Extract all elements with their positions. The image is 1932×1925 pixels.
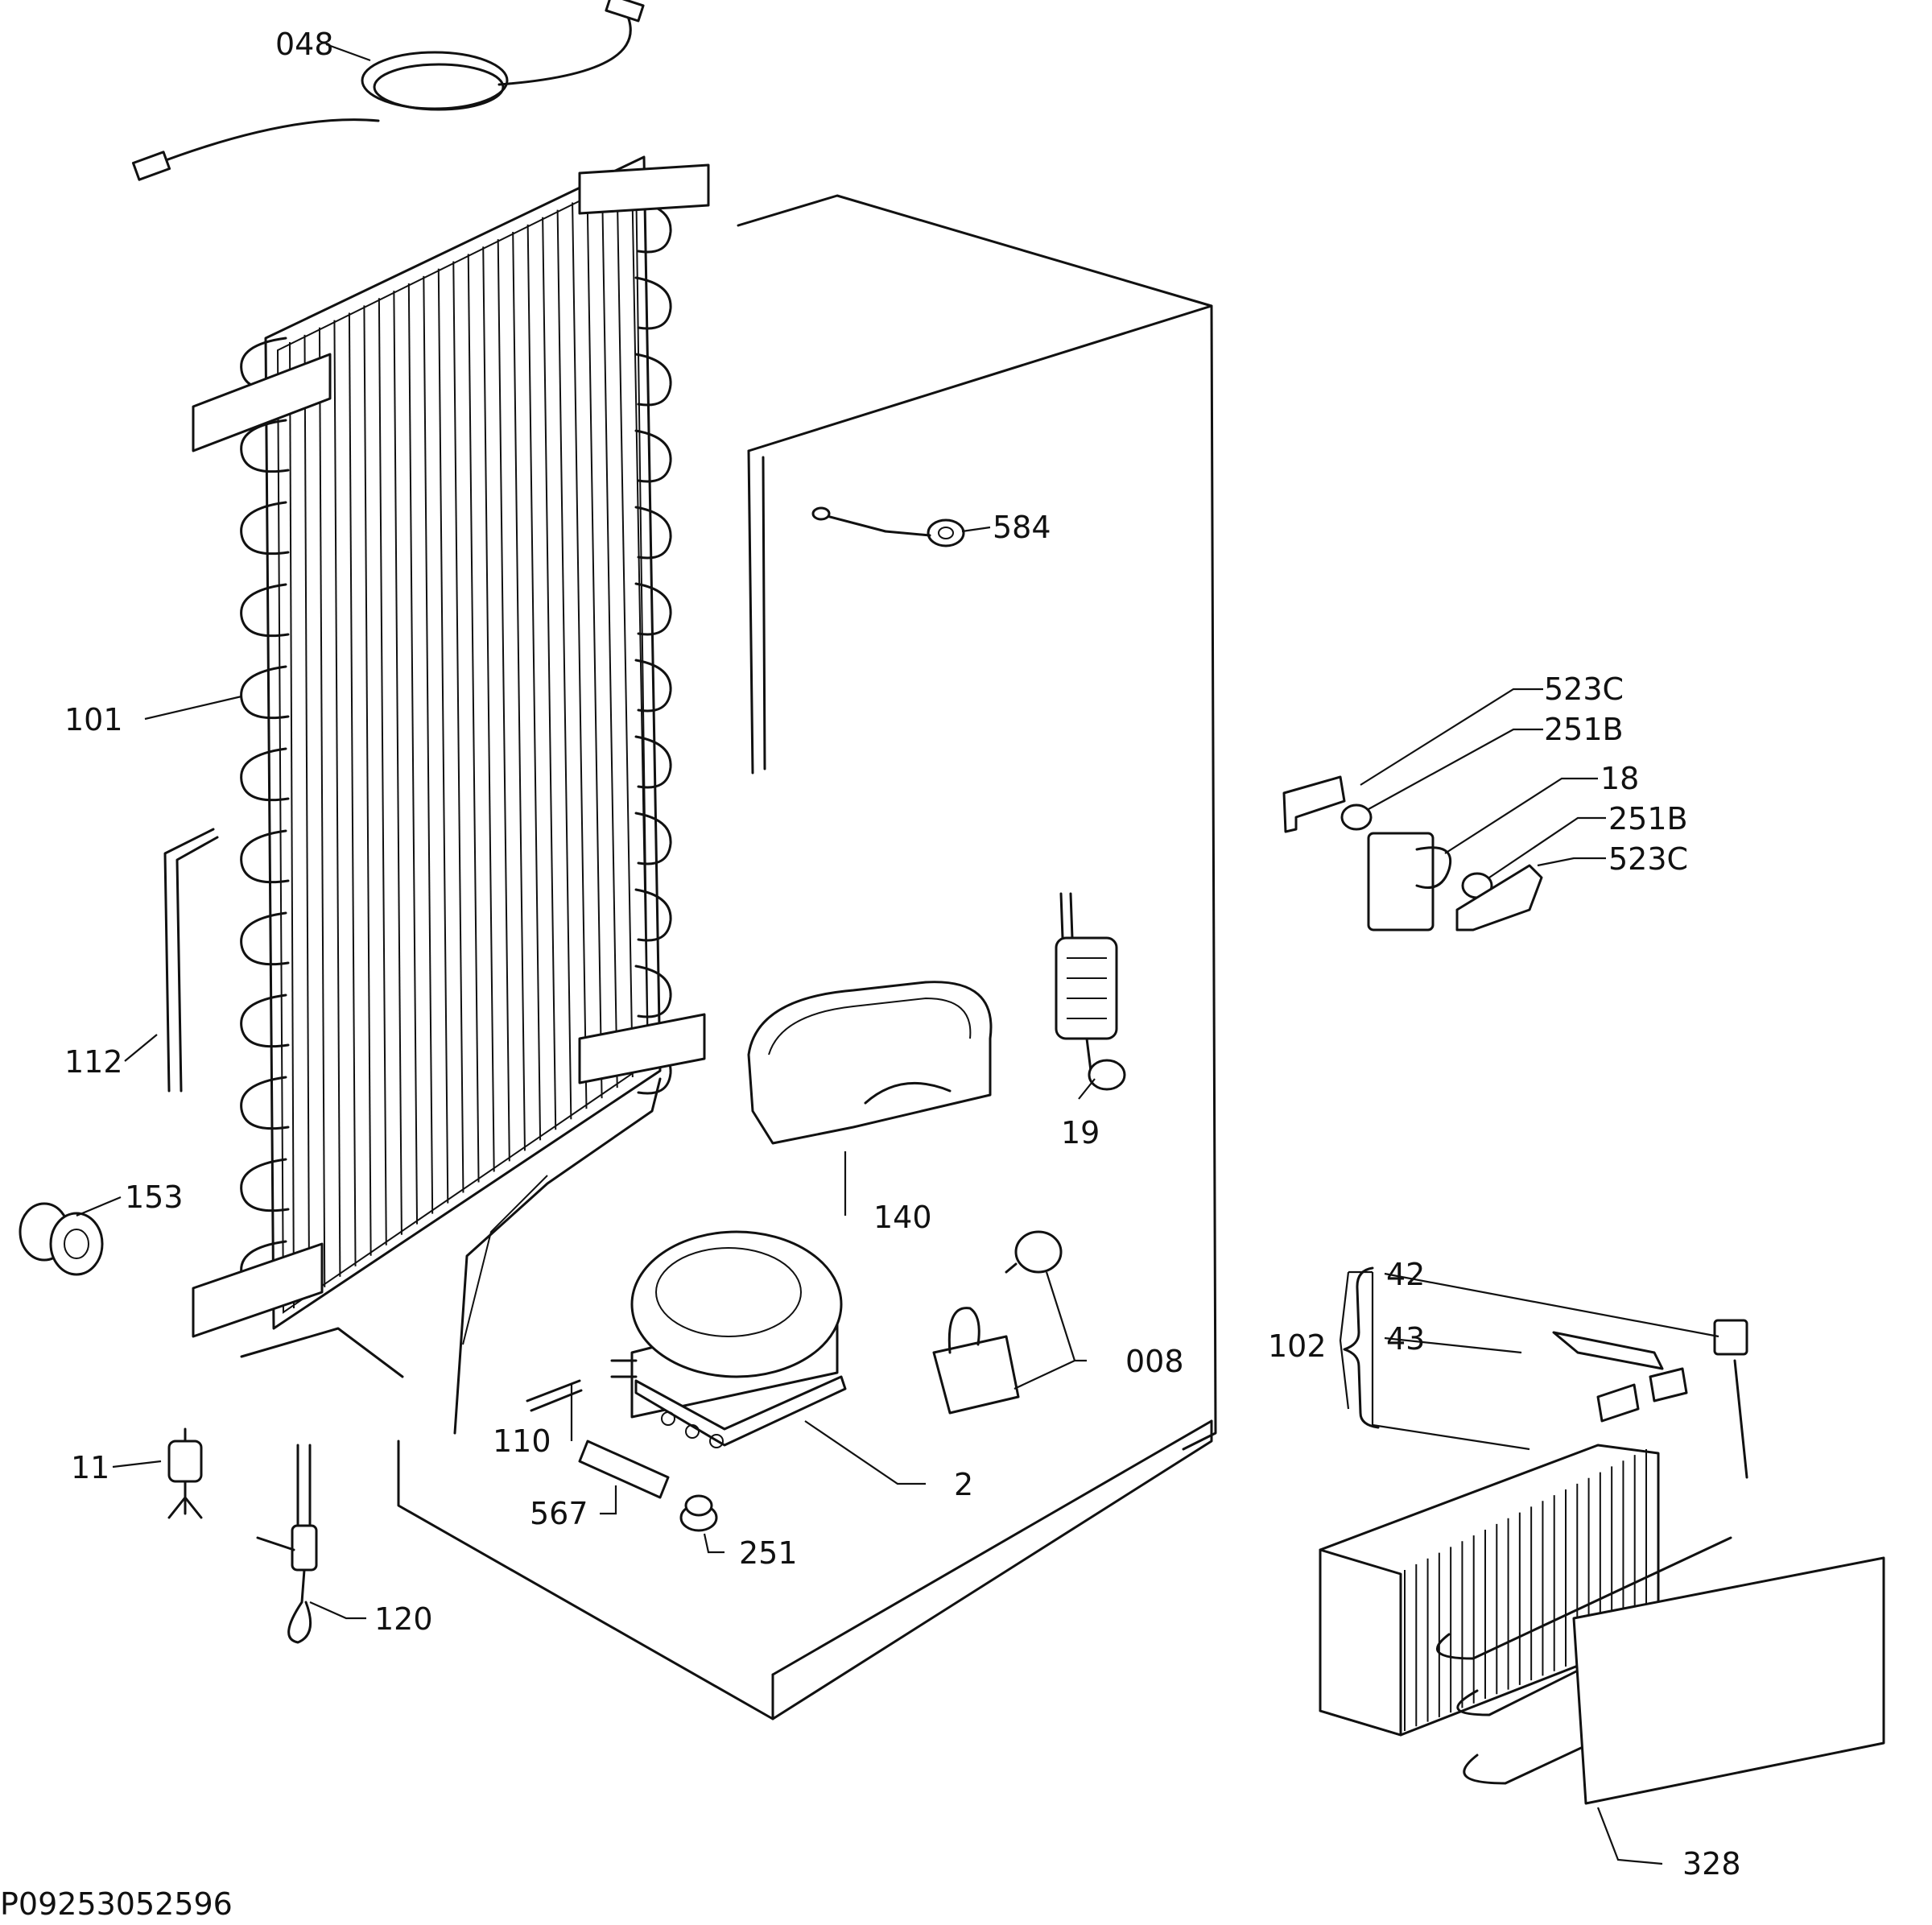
evaporator-assembly-102 — [1319, 1319, 1885, 1805]
bracket-102 — [1343, 1266, 1380, 1429]
condenser-loop — [240, 583, 290, 638]
label-251: 251 — [739, 1535, 798, 1571]
condenser-wire — [363, 305, 372, 1256]
grommet-251 — [679, 1494, 718, 1532]
label-11: 11 — [71, 1450, 109, 1485]
label-523c-top: 523C — [1544, 671, 1624, 707]
condenser-loop — [240, 993, 290, 1048]
label-251b-bottom: 251B — [1608, 801, 1688, 837]
condenser-loop — [240, 911, 290, 966]
condenser-wire — [333, 320, 341, 1277]
strips-110-567 — [526, 1379, 670, 1499]
condenser-wire — [586, 195, 603, 1099]
heater-19 — [1055, 892, 1126, 1091]
cabinet-body — [397, 194, 1217, 1721]
condenser-wire — [378, 298, 387, 1245]
condenser-wire — [467, 254, 480, 1183]
condenser-wire — [572, 202, 588, 1109]
label-19: 19 — [1061, 1115, 1100, 1150]
condenser-loop — [634, 353, 672, 407]
condenser-loop — [240, 501, 290, 556]
label-102: 102 — [1268, 1328, 1327, 1364]
label-567: 567 — [530, 1496, 588, 1531]
condenser-wire — [542, 217, 557, 1130]
label-42: 42 — [1386, 1257, 1425, 1292]
label-18: 18 — [1600, 761, 1639, 796]
condenser-wire — [601, 188, 618, 1088]
condenser-wire — [289, 341, 295, 1309]
condenser-coil — [192, 155, 710, 1435]
condenser-wire — [423, 275, 434, 1214]
condenser-wire — [437, 268, 449, 1204]
label-251b-top: 251B — [1544, 712, 1624, 747]
drip-tray-140 — [747, 981, 993, 1145]
condenser-loop — [634, 506, 672, 560]
condenser-wire — [318, 327, 326, 1287]
rod-112 — [163, 828, 219, 1093]
condenser-wire — [497, 239, 510, 1162]
label-153: 153 — [125, 1179, 184, 1215]
sensor-wire-048 — [131, 0, 645, 181]
compressor-2 — [610, 1230, 847, 1448]
leader-lines — [76, 43, 1719, 1865]
condenser-wire — [452, 261, 464, 1193]
grommet-153 — [19, 1202, 104, 1276]
sensor-584 — [811, 506, 965, 547]
drier-11 — [167, 1427, 203, 1519]
heater-120 — [256, 1444, 318, 1644]
condenser-wire — [631, 172, 649, 1068]
condenser-loop — [240, 747, 290, 802]
condenser-loop — [634, 582, 672, 636]
condenser-loop — [634, 276, 672, 330]
condenser-wire — [303, 334, 311, 1298]
condenser-loop — [240, 829, 290, 884]
label-2: 2 — [954, 1467, 973, 1502]
label-101: 101 — [64, 702, 123, 737]
label-140: 140 — [873, 1200, 932, 1235]
label-584: 584 — [993, 510, 1051, 545]
relay-008 — [932, 1230, 1063, 1415]
document-code: P09253052596 — [0, 1886, 233, 1922]
condenser-loop — [634, 429, 672, 483]
label-112: 112 — [64, 1044, 123, 1080]
label-43: 43 — [1386, 1321, 1425, 1357]
condenser-loop — [634, 965, 672, 1018]
condenser-loop — [240, 665, 290, 720]
label-110: 110 — [493, 1423, 551, 1459]
condenser-wire — [482, 246, 495, 1172]
condenser-wire — [526, 224, 542, 1141]
condenser-loop — [634, 888, 672, 942]
condenser-wire — [348, 312, 357, 1266]
condenser-wire — [616, 180, 634, 1078]
label-523c-bottom: 523C — [1608, 841, 1688, 877]
condenser-wire — [407, 283, 419, 1225]
label-048: 048 — [275, 27, 334, 62]
condenser-loop — [634, 812, 672, 865]
condenser-loop — [634, 735, 672, 789]
condenser-loop — [240, 1158, 290, 1212]
condenser-wire — [512, 232, 526, 1151]
condenser-wire — [556, 209, 572, 1120]
label-328: 328 — [1682, 1846, 1741, 1882]
label-008: 008 — [1125, 1344, 1184, 1379]
condenser-loop — [634, 659, 672, 713]
fan-motor-assembly — [1282, 775, 1543, 932]
condenser-loop — [240, 1076, 290, 1130]
condenser-wire — [393, 291, 402, 1235]
label-120: 120 — [374, 1601, 433, 1637]
